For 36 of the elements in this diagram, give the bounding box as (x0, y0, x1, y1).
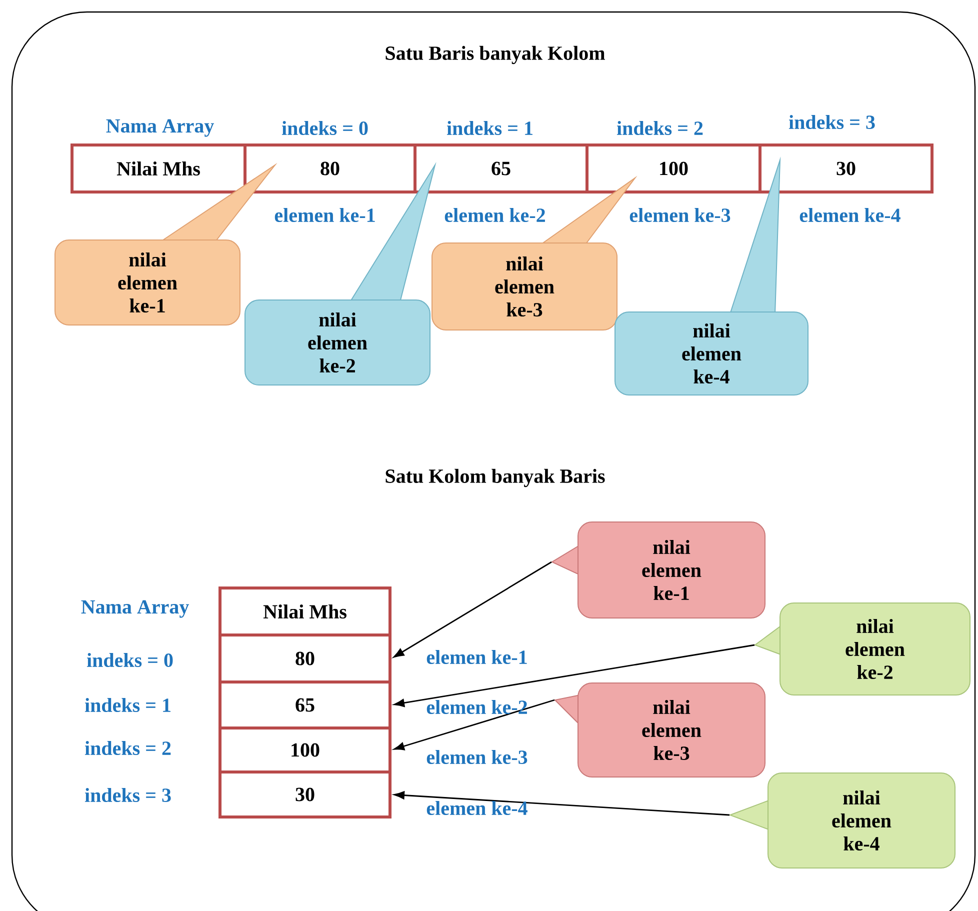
arrow (393, 561, 552, 658)
section-title: Satu Baris banyak Kolom (386, 46, 605, 64)
table-cell: 100 (218, 726, 392, 774)
element-label: elemen ke-2 (426, 700, 527, 714)
arrow (394, 791, 730, 816)
table-cell: 30 (218, 770, 392, 818)
element-label: elemen ke-3 (426, 750, 528, 764)
element-label: elemen ke-4 (426, 800, 528, 816)
table-cell: 80 (218, 634, 392, 684)
element-label: elemen ke-2 (444, 208, 545, 222)
speech-bubble: nilai elemen ke-2 (754, 602, 970, 696)
section-title: Satu Kolom banyak Baris (386, 468, 605, 488)
index-label: indeks = 2 (84, 740, 171, 756)
speech-bubble: nilai elemen ke-4 (728, 772, 956, 868)
element-label: elemen ke-1 (274, 208, 375, 222)
index-label: indeks = 0 (282, 120, 368, 136)
index-label: indeks = 2 (616, 120, 703, 136)
arrow (394, 644, 755, 707)
speech-bubble: nilai elemen ke-3 (554, 682, 766, 778)
index-label: indeks = 3 (84, 788, 171, 802)
table-cell: Nilai Mhs (70, 144, 246, 194)
element-label: elemen ke-1 (426, 650, 527, 664)
table-cell: 80 (244, 144, 416, 194)
index-label: indeks = 0 (86, 652, 173, 668)
array-name-label: Nama Array (106, 119, 214, 137)
arrow (394, 699, 555, 750)
array-name-label: Nama Array (81, 600, 189, 618)
speech-bubble: nilai elemen ke-1 (550, 522, 766, 618)
index-label: indeks = 1 (84, 698, 170, 712)
table-cell: 65 (414, 144, 588, 194)
index-label: indeks = 1 (446, 120, 532, 136)
table-cell: 100 (586, 144, 762, 194)
table-cell: 65 (218, 680, 392, 730)
table-cell: Nilai Mhs (218, 586, 392, 636)
index-label: indeks = 3 (788, 114, 875, 130)
table-cell: 30 (758, 144, 934, 194)
